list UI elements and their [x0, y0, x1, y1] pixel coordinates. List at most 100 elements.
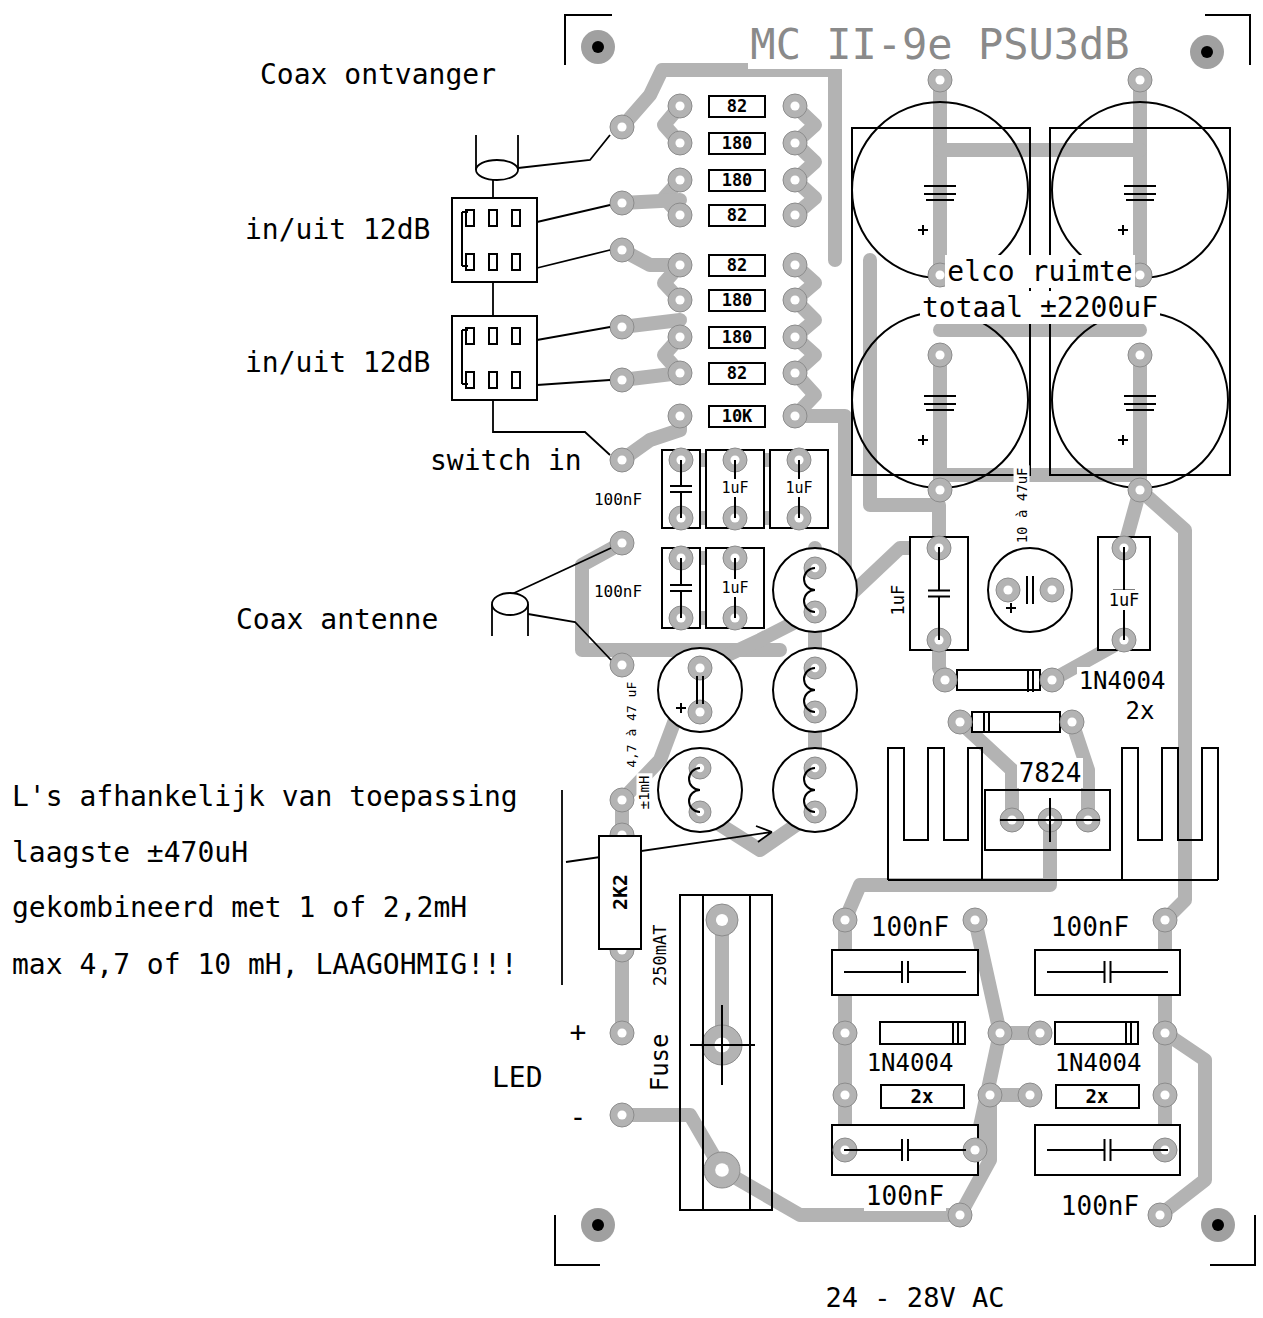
text-label: 100nF: [1059, 1191, 1141, 1221]
resistor-box: 10K: [708, 405, 766, 428]
text-label: 2x: [1124, 697, 1157, 725]
component-outline: [452, 198, 537, 282]
resistor-box: 82: [708, 204, 766, 227]
label: 24 - 28V AC: [824, 1282, 1007, 1314]
solder-pad: [928, 343, 952, 367]
copper-trace: [722, 1170, 960, 1215]
solder-pad: [668, 404, 692, 428]
solder-pad: [610, 315, 634, 339]
solder-pad: [783, 361, 807, 385]
solder-pad: [610, 191, 634, 215]
copper-trace: [940, 143, 1140, 157]
text-label: 100nF: [864, 1181, 946, 1211]
solder-pad: [610, 1103, 634, 1127]
heatsink-outline: [888, 748, 1218, 880]
pad-hole: [617, 660, 626, 669]
pad-hole: [1003, 585, 1012, 594]
component-outline: [832, 1125, 978, 1175]
text-label: LED: [490, 1061, 545, 1094]
pad-hole: [1155, 1210, 1164, 1219]
mounting-hole-center: [1212, 1219, 1224, 1231]
mounting-hole: [581, 30, 615, 64]
solder-pad: [706, 904, 738, 936]
copper-trace: [795, 106, 815, 215]
pad-hole: [940, 675, 949, 684]
component-symbol: [1028, 670, 1033, 692]
component-outline: [880, 1022, 965, 1044]
leader-line: [518, 135, 610, 168]
component-symbol: [689, 768, 700, 812]
label: 1uF: [888, 583, 908, 618]
solder-pad: [610, 115, 634, 139]
solder-pad: [668, 288, 692, 312]
component-value: 82: [727, 207, 747, 224]
text-label: switch in: [428, 444, 584, 477]
component-value: 10K: [722, 408, 753, 425]
component-symbol: [1126, 1022, 1131, 1044]
label: 1uF: [719, 479, 750, 497]
pad-hole: [617, 538, 626, 547]
component-value: 2x: [911, 1087, 934, 1106]
label: 2x: [1124, 697, 1157, 726]
pad-hole: [617, 198, 626, 207]
label: ±1mH: [637, 773, 654, 811]
solder-pad: [610, 1021, 634, 1045]
text-label: 24 - 28V AC: [824, 1282, 1007, 1313]
label: -: [568, 1101, 589, 1135]
pad-hole: [790, 101, 799, 110]
text-label: L's afhankelijk van toepassing: [10, 780, 520, 813]
component-symbol: [466, 328, 474, 388]
pad-hole: [955, 717, 964, 726]
mounting-hole: [1201, 1208, 1235, 1242]
pad-hole: [840, 1028, 849, 1037]
mounting-hole: [1190, 35, 1224, 69]
component-value: 180: [722, 292, 753, 309]
text-label: max 4,7 of 10 mH, LAAGOHMIG!!!: [10, 948, 520, 981]
solder-pad: [783, 253, 807, 277]
solder-pad: [948, 710, 972, 734]
resistor-box: 180: [708, 289, 766, 312]
text-label: 1N4004: [1077, 667, 1168, 695]
component-symbol: [804, 568, 815, 612]
component-symbol: [1047, 961, 1168, 983]
label: 100nF: [1059, 1191, 1141, 1222]
leader-line: [561, 790, 563, 985]
coil-outline: [773, 648, 857, 732]
label: MC II-9e PSU3dB: [748, 20, 1131, 70]
text-label: Fuse: [646, 1031, 674, 1093]
solder-pad: [668, 361, 692, 385]
component-symbol: [1047, 1139, 1168, 1161]
text-label: 1uF: [719, 579, 750, 597]
label: elco ruimte totaal ±2200uF: [915, 254, 1165, 327]
pad-hole: [935, 270, 944, 279]
pad-hole: [675, 210, 684, 219]
pad-hole: [675, 260, 684, 269]
solder-pad: [1060, 710, 1084, 734]
component-value: 2K2: [610, 874, 630, 910]
solder-pad: [668, 131, 692, 155]
copper-trace: [845, 820, 1050, 920]
label: 4,7 à 47 uF: [624, 680, 640, 770]
label: 1uF: [1107, 590, 1142, 610]
pad-hole: [790, 295, 799, 304]
text-label: in/uit 12dB: [243, 213, 432, 246]
copper-trace: [960, 1095, 990, 1215]
component-outline: [1035, 1125, 1180, 1175]
coax-symbol: [476, 160, 518, 180]
component-symbol: [1126, 409, 1154, 411]
component-symbol: [1118, 396, 1156, 445]
coil-outline: [988, 548, 1072, 632]
component-symbol: [690, 895, 755, 1210]
pad-hole: [695, 707, 704, 716]
solder-pad: [668, 168, 692, 192]
pad-hole: [1047, 585, 1056, 594]
solder-pad: [963, 908, 987, 932]
text-label: 100nF: [1049, 912, 1131, 942]
solder-pad: [1128, 343, 1152, 367]
coil-outline: [773, 748, 857, 832]
solder-pad: [688, 700, 712, 724]
text-label: ±1mH: [637, 773, 653, 811]
text-label: gekombineerd met 1 of 2,2mH: [10, 891, 469, 924]
component-symbol: [926, 199, 954, 201]
